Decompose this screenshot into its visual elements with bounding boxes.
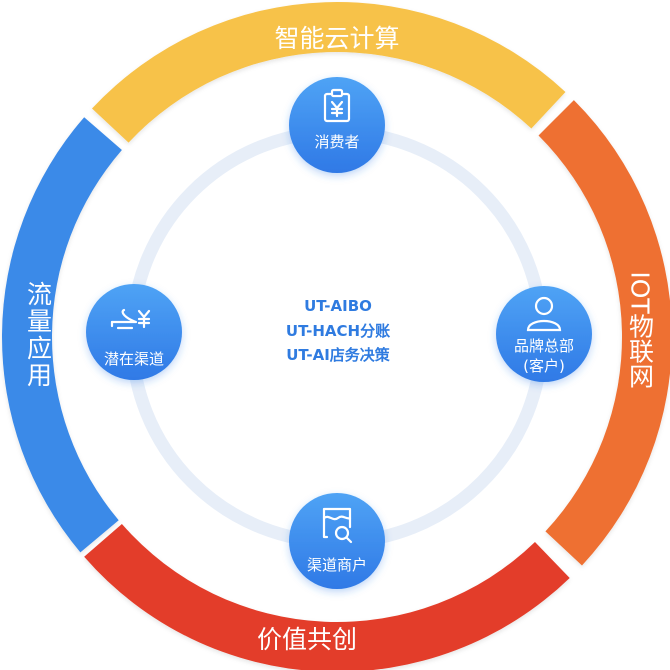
user-icon [526,296,562,332]
node-channel-merchant-label: 渠道商户 [307,556,367,574]
center-text: UT-AIBO UT-HACH分账 UT-AI店务决策 [286,297,391,364]
node-brand-hq[interactable]: 品牌总部 (客户) [496,286,592,382]
receipt-yuan-icon [323,88,351,123]
ring-segment-right [538,100,670,566]
node-channel-merchant[interactable]: 渠道商户 [289,493,385,589]
hand-yuan-icon [110,308,151,330]
ring-segment-top [92,2,566,143]
node-potential-channel-label: 潜在渠道 [104,350,164,368]
ring-segment-left [2,117,122,553]
node-consumer-label: 消费者 [314,133,359,151]
center-line-3: UT-AI店务决策 [286,346,391,364]
node-brand-hq-sublabel: (客户) [523,357,565,375]
ring-label-right: IOT物联网 [626,271,655,388]
node-potential-channel[interactable]: 潜在渠道 [86,284,182,380]
center-line-1: UT-AIBO [304,297,372,315]
search-document-icon [322,507,353,544]
node-consumer[interactable]: 消费者 [289,77,385,173]
ring-label-bottom: 价值共创 [257,625,357,654]
center-line-2: UT-HACH分账 [286,322,390,340]
ring-label-top: 智能云计算 [274,24,399,53]
node-brand-hq-label: 品牌总部 [514,337,574,355]
ring-segment-bottom [84,523,570,670]
ring-label-left: 流量应用 [24,281,53,389]
